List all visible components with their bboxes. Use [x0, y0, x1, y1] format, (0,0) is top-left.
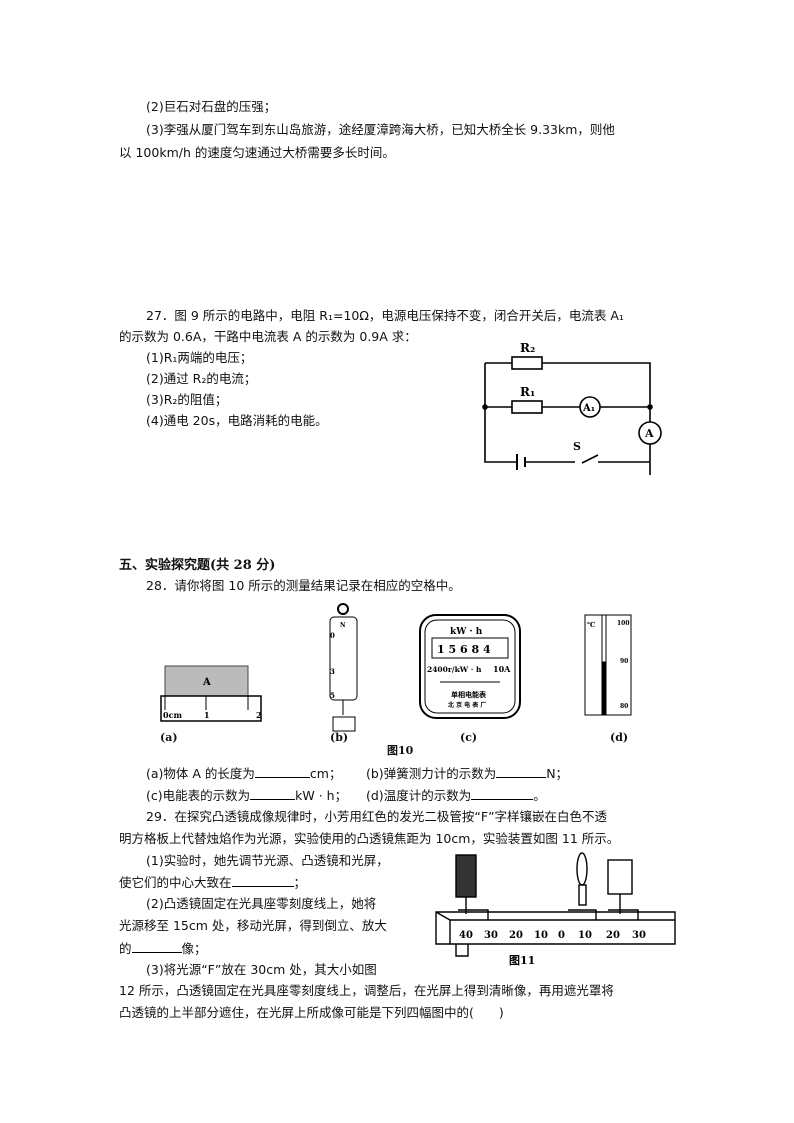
label-a: (a) — [160, 731, 178, 744]
q28-answer-d: (d)温度计的示数为。 — [366, 787, 546, 803]
q27-sub1: (1)R₁两端的电压； — [146, 350, 253, 365]
label-a1: A₁ — [582, 403, 595, 414]
scale-tick: 30 — [632, 930, 646, 941]
answer-blank-a[interactable] — [254, 765, 310, 778]
thermo-tick: 80 — [620, 703, 628, 710]
q27-sub4: (4)通电 20s，电路消耗的电能。 — [146, 413, 328, 428]
q27-sub3: (3)R₂的阻值； — [146, 392, 228, 407]
scale-tick: 5 — [330, 691, 335, 700]
scale-tick: 40 — [459, 930, 473, 941]
q27-sub2: (2)通过 R₂的电流； — [146, 371, 257, 386]
resistor-r1 — [511, 400, 543, 414]
scale-tick: 20 — [509, 930, 523, 941]
label-s: S — [573, 440, 581, 453]
answer-blank-b[interactable] — [496, 765, 547, 778]
fig10-caption: 图10 — [387, 744, 414, 757]
meter-amp: 10A — [493, 664, 511, 674]
scale-tick: 30 — [484, 930, 498, 941]
ruler-tick: 0cm — [163, 710, 182, 720]
q29-sub3-cont2[interactable]: 凸透镜的上半部分遮住，在光屏上所成像可能是下列四幅图中的( ) — [119, 1005, 504, 1020]
meter-unit: kW · h — [450, 627, 483, 637]
scale-tick: 0 — [330, 631, 335, 640]
label-d: (d) — [610, 731, 629, 744]
ruler-tick: 1 — [204, 710, 210, 720]
label-b: (b) — [330, 731, 349, 744]
meter-spec: 2400r/kW · h — [427, 665, 482, 674]
label-r1: R₁ — [520, 385, 535, 399]
section-heading: 五、实验探究题(共 28 分) — [119, 558, 276, 573]
fig11-caption: 图11 — [509, 954, 535, 967]
q29-sub1: (1)实验时，她先调节光源、凸透镜和光屏， — [146, 853, 389, 868]
circuit-diagram-fig9: R₂ R₁ A₁ A S — [482, 341, 662, 475]
spring-scale-figure-b: 0 3 5 N — [329, 603, 358, 732]
label-r2: R₂ — [520, 341, 535, 355]
light-source-f — [455, 854, 477, 898]
scale-tick: 10 — [534, 930, 548, 941]
label-c: (c) — [460, 731, 478, 744]
q26-part2: (2)巨石对石盘的压强； — [146, 99, 277, 114]
q28-stem: 28．请你将图 10 所示的测量结果记录在相应的空格中。 — [146, 578, 461, 593]
q29-sub3-cont: 12 所示，凸透镜固定在光具座零刻度线上，调整后，在光屏上得到清晰像，再用遮光罩… — [119, 983, 614, 998]
q27-stem: 27．图 9 所示的电路中，电阻 R₁=10Ω，电源电压保持不变，闭合开关后，电… — [146, 308, 624, 323]
q26-part3: (3)李强从厦门驾车到东山岛旅游，途经厦漳跨海大桥，已知大桥全长 9.33km，… — [146, 122, 615, 137]
ammeter-a — [638, 421, 662, 445]
answer-blank-29-1[interactable] — [231, 874, 294, 887]
scale-tick: 20 — [606, 930, 620, 941]
battery-icon — [516, 454, 526, 470]
meter-maker: 北 京 电 表 厂 — [448, 701, 486, 709]
block-label: A — [202, 677, 211, 688]
thermometer-figure-d: ℃ 100 90 80 — [584, 614, 632, 716]
thermo-unit: ℃ — [587, 620, 596, 629]
label-a: A — [644, 427, 654, 440]
q26-part3-cont: 以 100km/h 的速度匀速通过大桥需要多长时间。 — [119, 145, 395, 160]
meter-name: 单相电能表 — [451, 690, 487, 699]
scale-tick: 0 — [558, 930, 565, 941]
q27-stem-cont: 的示数为 0.6A，干路中电流表 A 的示数为 0.9A 求： — [119, 329, 417, 344]
q29-sub3: (3)将光源“F”放在 30cm 处，其大小如图 — [146, 962, 377, 977]
thermo-tick: 100 — [617, 620, 630, 627]
q29-sub1-cont: 使它们的中心大致在； — [119, 874, 307, 890]
energy-meter-figure-c: kW · h 1 5 6 8 4 2400r/kW · h 10A 单相电能表 … — [419, 614, 521, 719]
scale-tick: 10 — [578, 930, 592, 941]
measurement-figures-fig10: A 0cm 1 2 0 3 5 N kW · h 1 5 6 8 4 2400r… — [160, 603, 632, 732]
scale-unit: N — [340, 622, 346, 629]
scale-tick: 3 — [330, 667, 335, 676]
answer-blank-c[interactable] — [250, 787, 296, 800]
light-screen — [607, 859, 633, 895]
q29-stem: 29．在探究凸透镜成像规律时，小芳用红色的发光二极管按“F”字样镶嵌在白色不透 — [146, 809, 608, 824]
q29-sub2: (2)凸透镜固定在光具座零刻度线上，她将 — [146, 896, 377, 911]
meter-digits: 1 5 6 8 4 — [437, 643, 491, 656]
q29-sub2-blank-line: 的像； — [119, 940, 207, 956]
thermo-tick: 90 — [620, 658, 628, 665]
ammeter-a1 — [579, 396, 601, 418]
optical-bench-fig11: 40 30 20 10 0 10 20 30 图11 — [435, 852, 676, 967]
answer-blank-29-2[interactable] — [131, 940, 182, 953]
ruler-tick: 2 — [256, 710, 262, 720]
q29-sub2-cont: 光源移至 15cm 处，移动光屏，得到倒立、放大 — [119, 918, 387, 933]
ruler-figure-a: A 0cm 1 2 — [160, 665, 262, 722]
answer-blank-d[interactable] — [471, 787, 534, 800]
resistor-r2 — [511, 356, 543, 370]
convex-lens — [576, 852, 588, 886]
q29-stem-cont: 明方格板上代替烛焰作为光源，实验使用的凸透镜焦距为 10cm，实验装置如图 11… — [119, 831, 620, 846]
